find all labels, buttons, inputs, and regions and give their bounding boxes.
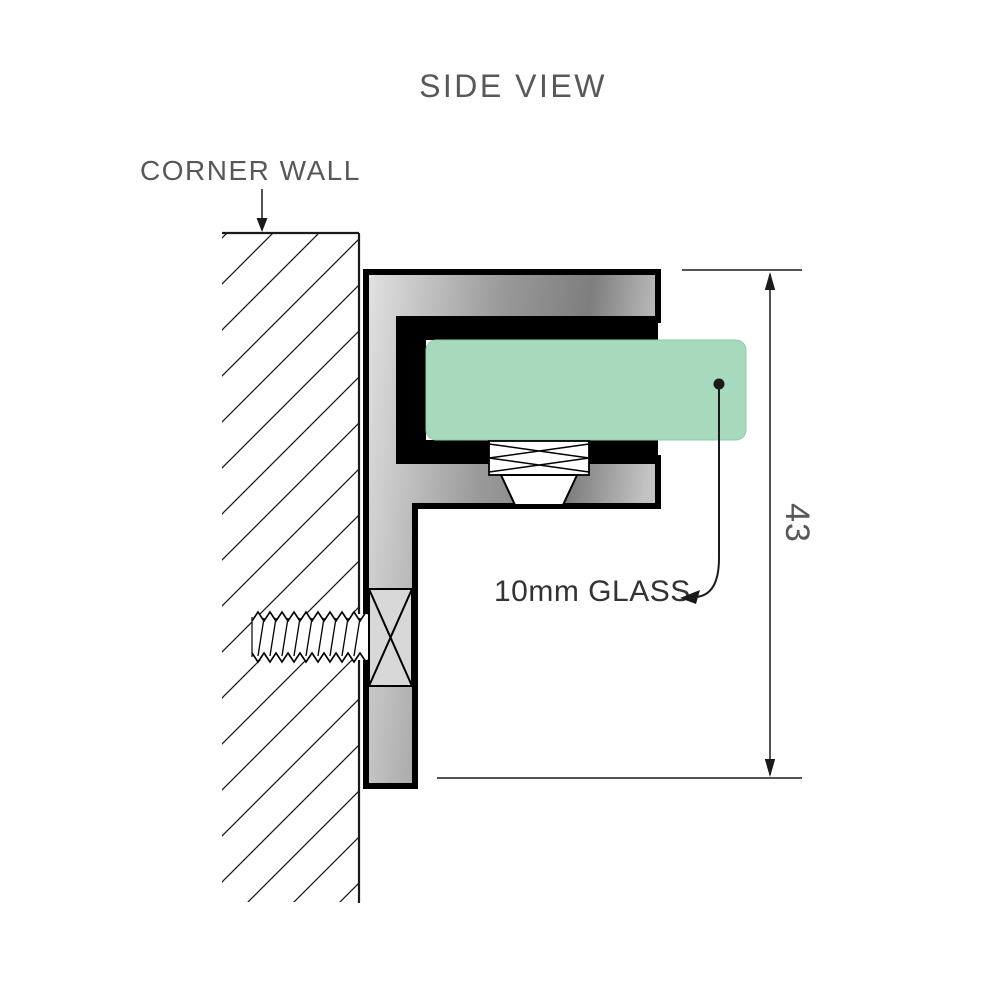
wall-hatching xyxy=(222,234,358,902)
glass-leader-arrowhead-icon xyxy=(680,590,700,604)
corner-wall-arrowhead-icon xyxy=(256,218,268,232)
screw-thread-flanks xyxy=(257,617,361,657)
screw-thread-bottom-edge xyxy=(251,651,369,664)
dimension-arrowhead-top-icon xyxy=(764,272,776,290)
screw-head-cross-section xyxy=(368,588,413,687)
corner-wall-label: CORNER WALL xyxy=(140,155,361,186)
screw-shaft-body xyxy=(252,614,368,660)
glass-panel xyxy=(425,339,747,441)
grub-screw-cone xyxy=(499,474,579,506)
glass-label: 10mm GLASS xyxy=(494,575,691,608)
grub-screw-threads xyxy=(488,443,590,473)
glass-leader-line xyxy=(695,389,720,598)
channel-gasket xyxy=(396,316,658,464)
dimension-label: 43 xyxy=(778,503,816,543)
grub-screw xyxy=(488,440,590,506)
glass-leader-dot xyxy=(713,378,725,390)
page-title: SIDE VIEW xyxy=(419,68,607,104)
dimension-arrowhead-bottom-icon xyxy=(764,759,776,777)
fixing-screw xyxy=(251,588,413,687)
corner-wall-line xyxy=(222,231,361,903)
